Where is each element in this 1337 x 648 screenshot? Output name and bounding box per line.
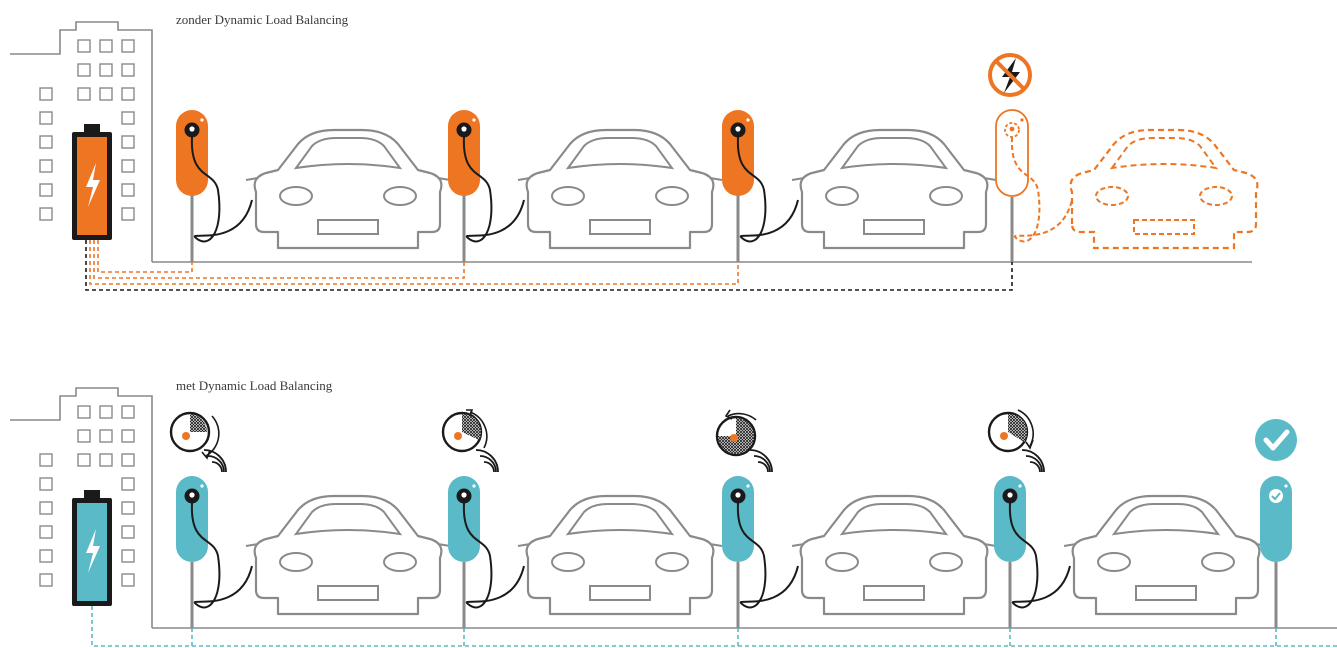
charger-station xyxy=(722,450,798,628)
car xyxy=(518,130,722,248)
charger-station xyxy=(176,110,252,262)
car xyxy=(246,496,450,614)
car-waiting xyxy=(1071,130,1258,248)
scenario-with-dlb: met Dynamic Load Balancing xyxy=(10,378,1337,646)
car xyxy=(246,130,450,248)
car xyxy=(792,130,996,248)
checkmark-icon xyxy=(1255,419,1297,461)
charger-station-ready xyxy=(1260,476,1292,628)
power-wiring-drops xyxy=(192,628,1276,646)
car xyxy=(792,496,996,614)
scenario-title: zonder Dynamic Load Balancing xyxy=(176,12,349,27)
charger-station-blocked xyxy=(996,110,1072,262)
charger-station xyxy=(722,110,798,262)
charger-station xyxy=(448,110,524,262)
charger-station xyxy=(994,450,1070,628)
timer-icon xyxy=(717,410,756,455)
battery-icon xyxy=(72,490,112,606)
no-power-icon xyxy=(990,55,1030,95)
battery-icon xyxy=(72,124,112,240)
scenario-title: met Dynamic Load Balancing xyxy=(176,378,333,393)
timer-icon xyxy=(443,410,487,451)
timer-icon xyxy=(989,410,1033,451)
timer-icon xyxy=(171,413,219,458)
car xyxy=(1064,496,1268,614)
scenario-without-dlb: zonder Dynamic Load Balancing xyxy=(10,12,1257,290)
charger-station xyxy=(448,450,524,628)
car xyxy=(518,496,722,614)
charger-station xyxy=(176,450,252,628)
